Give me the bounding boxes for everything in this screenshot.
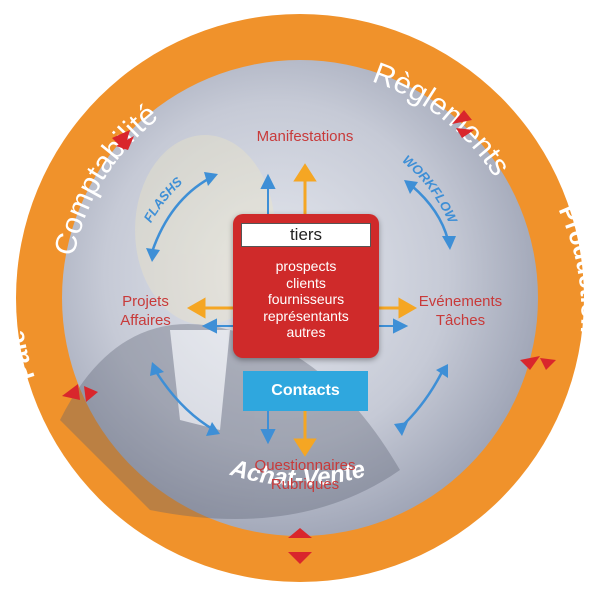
red-arrow-icon — [540, 358, 556, 370]
node-projets-affaires: Projets Affaires — [98, 292, 193, 330]
red-arrow-icon — [520, 356, 540, 370]
red-arrow-icon — [62, 384, 80, 400]
node-questionnaires-rubriques: Questionnaires Rubriques — [220, 456, 390, 494]
red-arrow-icon — [84, 386, 98, 402]
node-label: Manifestations — [256, 128, 354, 145]
node-manifestations: Manifestations — [225, 127, 385, 146]
node-label: Questionnaires — [254, 457, 356, 474]
down-arrow-icon — [293, 438, 317, 457]
contacts-button[interactable]: Contacts — [243, 371, 368, 411]
right-arrow-icon — [398, 297, 418, 319]
lower-left-arrow — [153, 369, 215, 432]
red-arrow-icon — [452, 110, 472, 124]
red-arrow-icon — [288, 552, 312, 564]
ring-arrows — [62, 110, 556, 564]
tiers-item: prospects — [275, 258, 337, 274]
red-arrow-icon — [456, 128, 474, 138]
tiers-list: prospects clients fournisseurs représent… — [233, 258, 379, 341]
workflow-arrow — [411, 185, 450, 241]
right-arrow-icon — [393, 318, 409, 334]
tiers-item: autres — [286, 324, 326, 340]
up-arrow-icon — [293, 163, 317, 182]
curved-arrow-heads — [146, 172, 456, 436]
left-arrow-icon — [201, 318, 217, 334]
node-label: Evénements — [418, 293, 503, 310]
tiers-item: fournisseurs — [267, 291, 345, 307]
tiers-box: tiers prospects clients fournisseurs rep… — [233, 214, 379, 358]
down-arrow-icon — [260, 429, 276, 445]
node-label: Tâches — [435, 312, 486, 329]
red-arrow-icon — [116, 136, 134, 150]
tiers-item: représentants — [263, 307, 349, 324]
node-label: Projets — [122, 293, 169, 310]
node-label: Affaires — [120, 312, 171, 329]
tiers-item: clients — [286, 274, 326, 291]
node-label: Rubriques — [270, 476, 340, 493]
left-arrow-icon — [186, 297, 206, 319]
up-arrow-icon — [260, 173, 276, 189]
blue-connectors — [201, 173, 409, 445]
node-evenements-taches: Evénements Tâches — [403, 292, 518, 330]
orange-connectors — [186, 163, 418, 457]
red-arrow-icon — [288, 528, 312, 538]
tiers-title: tiers — [241, 223, 371, 247]
flashs-arrow — [150, 176, 211, 253]
